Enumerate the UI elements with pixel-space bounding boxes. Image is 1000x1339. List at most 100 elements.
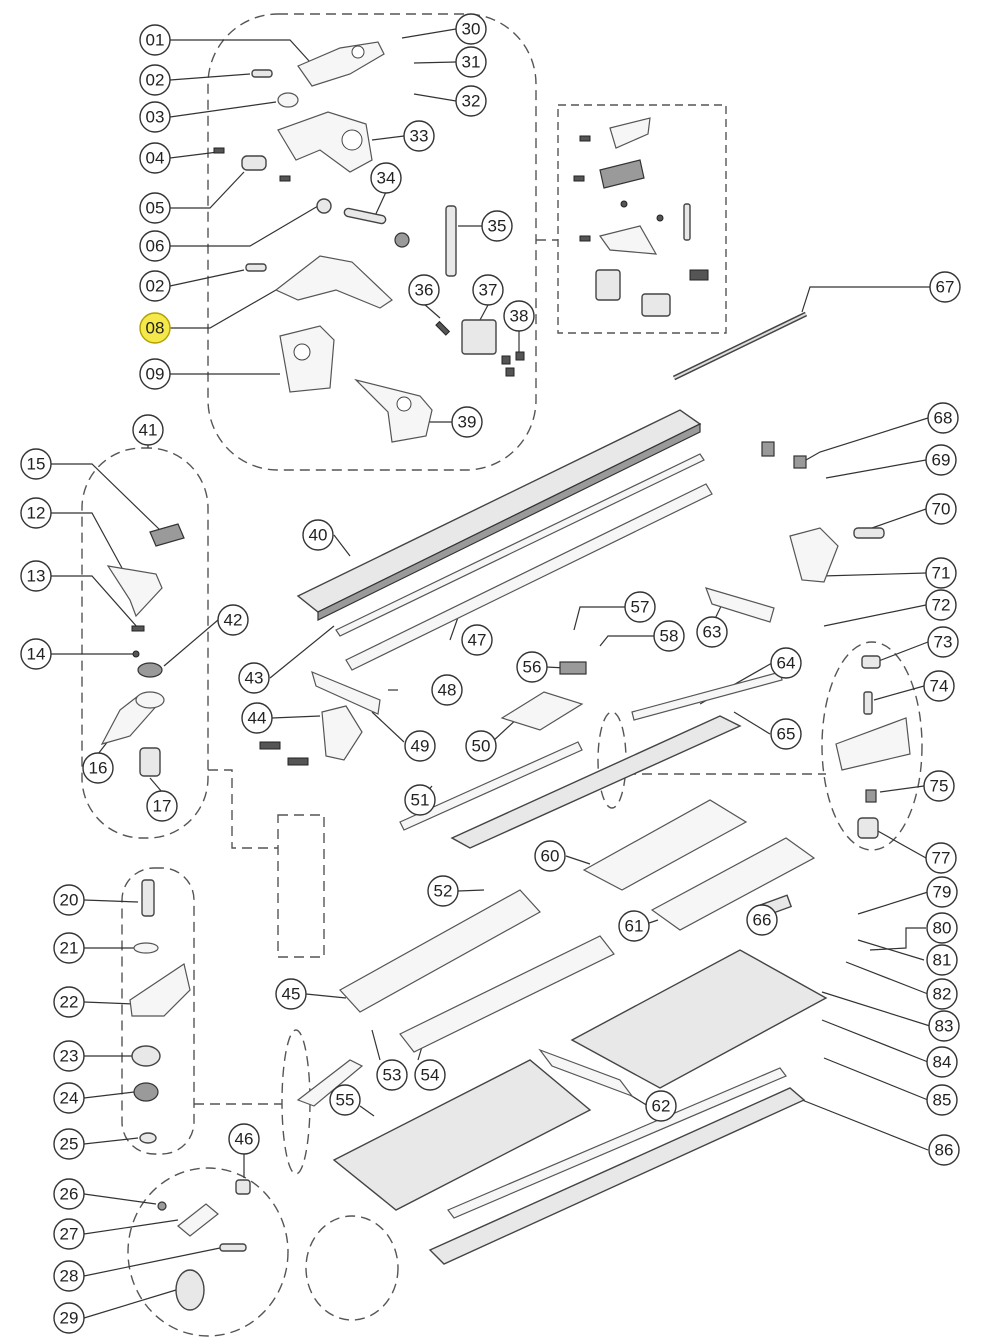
callout-39: 39: [451, 406, 483, 438]
callout-bubble: [53, 1040, 85, 1072]
callout-04: 04: [139, 142, 171, 174]
callout-26: 26: [53, 1178, 85, 1210]
callout-label: 24: [60, 1089, 79, 1108]
callout-bubble: [376, 1059, 408, 1091]
callout-33: 33: [403, 120, 435, 152]
callout-label: 20: [60, 891, 79, 910]
callout-27: 27: [53, 1218, 85, 1250]
callout-bubble: [139, 230, 171, 262]
callout-label: 56: [523, 658, 542, 677]
callout-label: 82: [933, 985, 952, 1004]
callout-bubble: [928, 1010, 960, 1042]
callout-bubble: [53, 1260, 85, 1292]
callout-bubble: [923, 770, 955, 802]
callout-24: 24: [53, 1082, 85, 1114]
callout-label: 57: [631, 598, 650, 617]
callout-label: 75: [930, 777, 949, 796]
callout-label: 33: [410, 127, 429, 146]
callout-02: 02: [139, 64, 171, 96]
callout-label: 04: [146, 149, 165, 168]
callout-bubble: [414, 1059, 446, 1091]
callout-bubble: [139, 101, 171, 133]
callout-label: 29: [60, 1309, 79, 1328]
callout-bubble: [53, 1302, 85, 1334]
callout-44: 44: [241, 702, 273, 734]
callout-label: 63: [703, 623, 722, 642]
callout-label: 09: [146, 365, 165, 384]
callout-bubble: [139, 24, 171, 56]
callout-bubble: [82, 752, 114, 784]
callout-bubble: [20, 560, 52, 592]
callout-62: 62: [645, 1090, 677, 1122]
callout-bubble: [516, 651, 548, 683]
callout-13: 13: [20, 560, 52, 592]
callout-label: 30: [462, 20, 481, 39]
callout-label: 32: [462, 92, 481, 111]
callout-label: 73: [934, 633, 953, 652]
callout-bubble: [139, 270, 171, 302]
callout-label: 46: [235, 1130, 254, 1149]
callout-label: 14: [27, 645, 46, 664]
callout-bubble: [146, 790, 178, 822]
callout-09: 09: [139, 358, 171, 390]
callout-47: 47: [461, 624, 493, 656]
part-drawings: [100, 41, 911, 1311]
callout-label: 48: [438, 681, 457, 700]
callout-bubble: [275, 978, 307, 1010]
callout-63: 63: [696, 616, 728, 648]
callout-bubble: [746, 904, 778, 936]
callout-49: 49: [404, 730, 436, 762]
callout-label: 86: [935, 1141, 954, 1160]
callout-06: 06: [139, 230, 171, 262]
callout-52: 52: [427, 875, 459, 907]
callout-label: 39: [458, 413, 477, 432]
callout-label: 83: [935, 1017, 954, 1036]
callout-68: 68: [927, 402, 959, 434]
callout-bubble: [139, 358, 171, 390]
callout-bubble: [139, 192, 171, 224]
callout-30: 30: [455, 13, 487, 45]
callout-label: 42: [224, 611, 243, 630]
callout-40: 40: [302, 519, 334, 551]
callout-41: 41: [132, 414, 164, 446]
callout-25: 25: [53, 1128, 85, 1160]
callout-14: 14: [20, 638, 52, 670]
callout-label: 37: [479, 281, 498, 300]
callout-60: 60: [534, 840, 566, 872]
callout-bubble: [53, 1128, 85, 1160]
callout-label: 74: [930, 677, 949, 696]
callout-bubble: [534, 840, 566, 872]
callout-label: 08: [146, 319, 165, 338]
callout-bubble: [455, 46, 487, 78]
callout-label: 45: [282, 985, 301, 1004]
callout-bubble: [302, 519, 334, 551]
callout-bubble: [618, 910, 650, 942]
callout-label: 35: [488, 217, 507, 236]
callout-bubble: [427, 875, 459, 907]
callout-55: 55: [329, 1084, 361, 1116]
callout-label: 71: [932, 564, 951, 583]
callout-72: 72: [925, 589, 957, 621]
callout-54: 54: [414, 1059, 446, 1091]
callout-label: 25: [60, 1135, 79, 1154]
callout-46: 46: [228, 1123, 260, 1155]
callout-label: 16: [89, 759, 108, 778]
callout-bubble: [925, 589, 957, 621]
callout-label: 67: [936, 278, 955, 297]
callout-bubble: [139, 312, 171, 344]
callout-bubble: [926, 1046, 958, 1078]
callout-67: 67: [929, 271, 961, 303]
callout-label: 65: [777, 725, 796, 744]
callout-bubble: [928, 1134, 960, 1166]
callout-79: 79: [926, 876, 958, 908]
callout-bubble: [925, 493, 957, 525]
callout-label: 68: [934, 409, 953, 428]
callout-70: 70: [925, 493, 957, 525]
callout-bubble: [925, 444, 957, 476]
callout-23: 23: [53, 1040, 85, 1072]
callout-label: 50: [472, 737, 491, 756]
callout-bubble: [925, 557, 957, 589]
callout-64: 64: [770, 647, 802, 679]
callout-label: 36: [415, 281, 434, 300]
callout-bubble: [132, 414, 164, 446]
